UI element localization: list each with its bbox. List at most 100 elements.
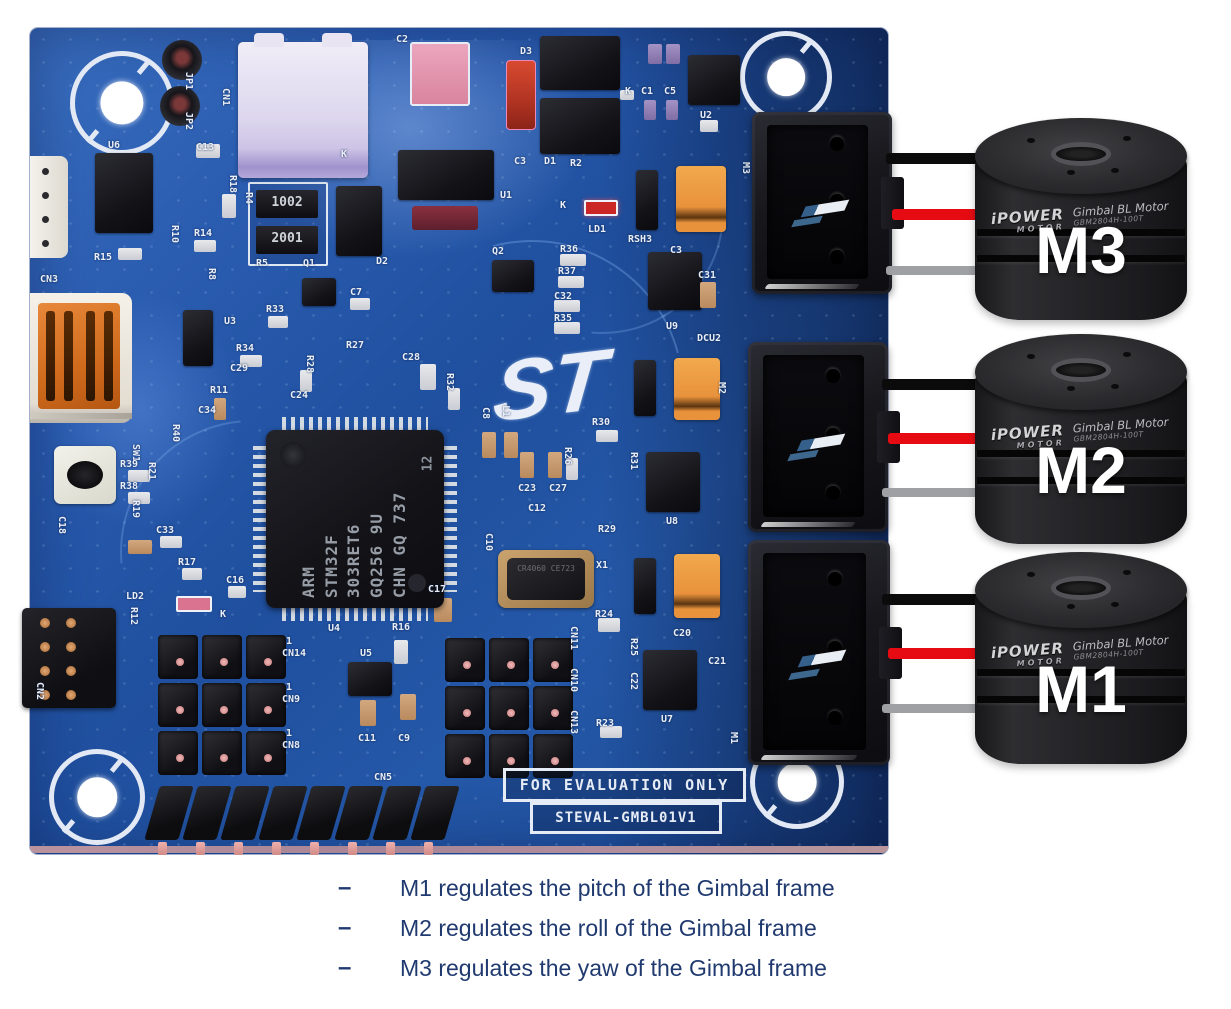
board-component-b xyxy=(540,98,620,154)
silkscreen-label: R37 xyxy=(558,266,577,277)
silkscreen-label: D3 xyxy=(520,46,533,57)
silkscreen-label: C1 xyxy=(641,86,654,97)
board-component-bt: 2001 xyxy=(256,226,318,254)
motor-wire xyxy=(892,209,982,220)
board-component-w xyxy=(554,322,580,334)
board-component-w xyxy=(566,458,578,480)
board-copper-edge xyxy=(30,846,888,853)
mcu-pins-right xyxy=(444,446,457,592)
board-component-c xyxy=(360,700,376,726)
cn2-connector xyxy=(22,608,116,708)
pin-socket xyxy=(827,571,842,586)
silkscreen-label: R17 xyxy=(178,557,197,568)
silkscreen-label: C16 xyxy=(226,575,245,586)
board-component-c xyxy=(700,282,716,308)
silkscreen-label: K xyxy=(341,149,348,160)
motor-wire xyxy=(882,594,982,605)
silkscreen-label: CN9 xyxy=(282,694,301,705)
button-actuator[interactable] xyxy=(67,461,103,489)
silkscreen-label: K xyxy=(625,86,632,97)
board-component-tip xyxy=(272,842,281,855)
board-component-w xyxy=(420,364,436,390)
board-component-w xyxy=(222,194,236,218)
board-component-b xyxy=(643,650,697,710)
silkscreen-label: R34 xyxy=(236,343,255,354)
motor-wire xyxy=(882,379,982,390)
silkscreen-label: R35 xyxy=(554,313,573,324)
silkscreen-label: C12 xyxy=(528,503,547,514)
motor-top-face xyxy=(975,118,1187,194)
board-component-c xyxy=(400,694,416,720)
silkscreen-label: C34 xyxy=(198,405,217,416)
board-component-b xyxy=(95,153,153,233)
silkscreen-label: C13 xyxy=(196,142,215,153)
motor-label-m1: M1 xyxy=(1035,651,1127,726)
evaluation-only-label: FOR EVALUATION ONLY xyxy=(503,768,746,802)
board-component-hdr xyxy=(202,731,242,775)
silkscreen-label: R32 xyxy=(444,373,455,392)
silkscreen-label: M2 xyxy=(716,382,727,395)
hole-tick xyxy=(136,60,151,75)
silkscreen-label: R36 xyxy=(560,244,579,255)
mcu-corner-marking: 12 xyxy=(420,455,436,472)
board-component-b xyxy=(183,310,213,366)
cn1-connector xyxy=(238,33,368,178)
board-component-tip xyxy=(196,842,205,855)
bullet-dash: – xyxy=(338,954,352,981)
silkscreen-label: Q2 xyxy=(492,246,505,257)
silkscreen-label: R27 xyxy=(346,340,365,351)
crystal-marking: CR4060 CE723 xyxy=(507,558,585,600)
board-component-p xyxy=(666,44,680,64)
silkscreen-label: DCU2 xyxy=(697,333,722,344)
silkscreen-label: C31 xyxy=(698,270,717,281)
reset-button-sw1[interactable] xyxy=(54,446,116,504)
board-component-lr xyxy=(584,200,618,216)
silkscreen-label: U3 xyxy=(224,316,237,327)
silkscreen-label: C32 xyxy=(554,291,573,302)
board-component-hdr xyxy=(533,638,573,682)
board-component-tip xyxy=(158,842,167,855)
silkscreen-label: C17 xyxy=(428,584,447,595)
mounting-hole xyxy=(70,51,174,155)
hole-tick xyxy=(61,819,76,834)
board-component-c xyxy=(214,398,226,420)
silkscreen-label: U6 xyxy=(108,140,121,151)
silkscreen-label: U5 xyxy=(360,648,373,659)
connector-cavity xyxy=(767,125,868,279)
mcu-pins-bottom xyxy=(282,608,428,621)
motor-label-m3: M3 xyxy=(1035,212,1127,287)
board-component-b xyxy=(336,186,382,256)
silkscreen-label: CN11 xyxy=(568,626,579,651)
silkscreen-label: JP2 xyxy=(183,112,194,131)
annotation-item-m3: – M3 regulates the yaw of the Gimbal fra… xyxy=(338,948,835,988)
motor-wire xyxy=(882,704,982,713)
motor-shaft xyxy=(1051,358,1111,382)
silkscreen-label: C8 xyxy=(480,407,491,420)
silkscreen-label: L1 xyxy=(500,405,511,418)
annotation-item-m2: – M2 regulates the roll of the Gimbal fr… xyxy=(338,908,835,948)
board-component-hdr xyxy=(489,638,529,682)
annotation-list: – M1 regulates the pitch of the Gimbal f… xyxy=(338,868,835,988)
mounting-hole-center xyxy=(77,777,117,817)
silkscreen-label: R18 xyxy=(227,175,238,194)
silkscreen-label: C28 xyxy=(402,352,421,363)
silkscreen-label: K xyxy=(560,200,567,211)
silkscreen-label: C5 xyxy=(664,86,677,97)
silkscreen-label: CN3 xyxy=(40,274,59,285)
silkscreen-label: RSH3 xyxy=(628,234,653,245)
silkscreen-label: U1 xyxy=(500,190,513,201)
silkscreen-label: R11 xyxy=(210,385,229,396)
silkscreen-label: R33 xyxy=(266,304,285,315)
board-component-lp xyxy=(176,596,212,612)
board-component-w xyxy=(240,355,262,367)
board-component-w xyxy=(300,370,312,392)
silkscreen-label: CN14 xyxy=(282,648,307,659)
pin-socket xyxy=(826,486,841,501)
bullet-text: M1 regulates the pitch of the Gimbal fra… xyxy=(400,874,835,901)
board-component-w xyxy=(596,430,618,442)
connector-cavity xyxy=(763,355,864,517)
board-component-b xyxy=(648,252,702,310)
motor-groove xyxy=(977,449,1185,457)
board-component-c xyxy=(520,452,534,478)
